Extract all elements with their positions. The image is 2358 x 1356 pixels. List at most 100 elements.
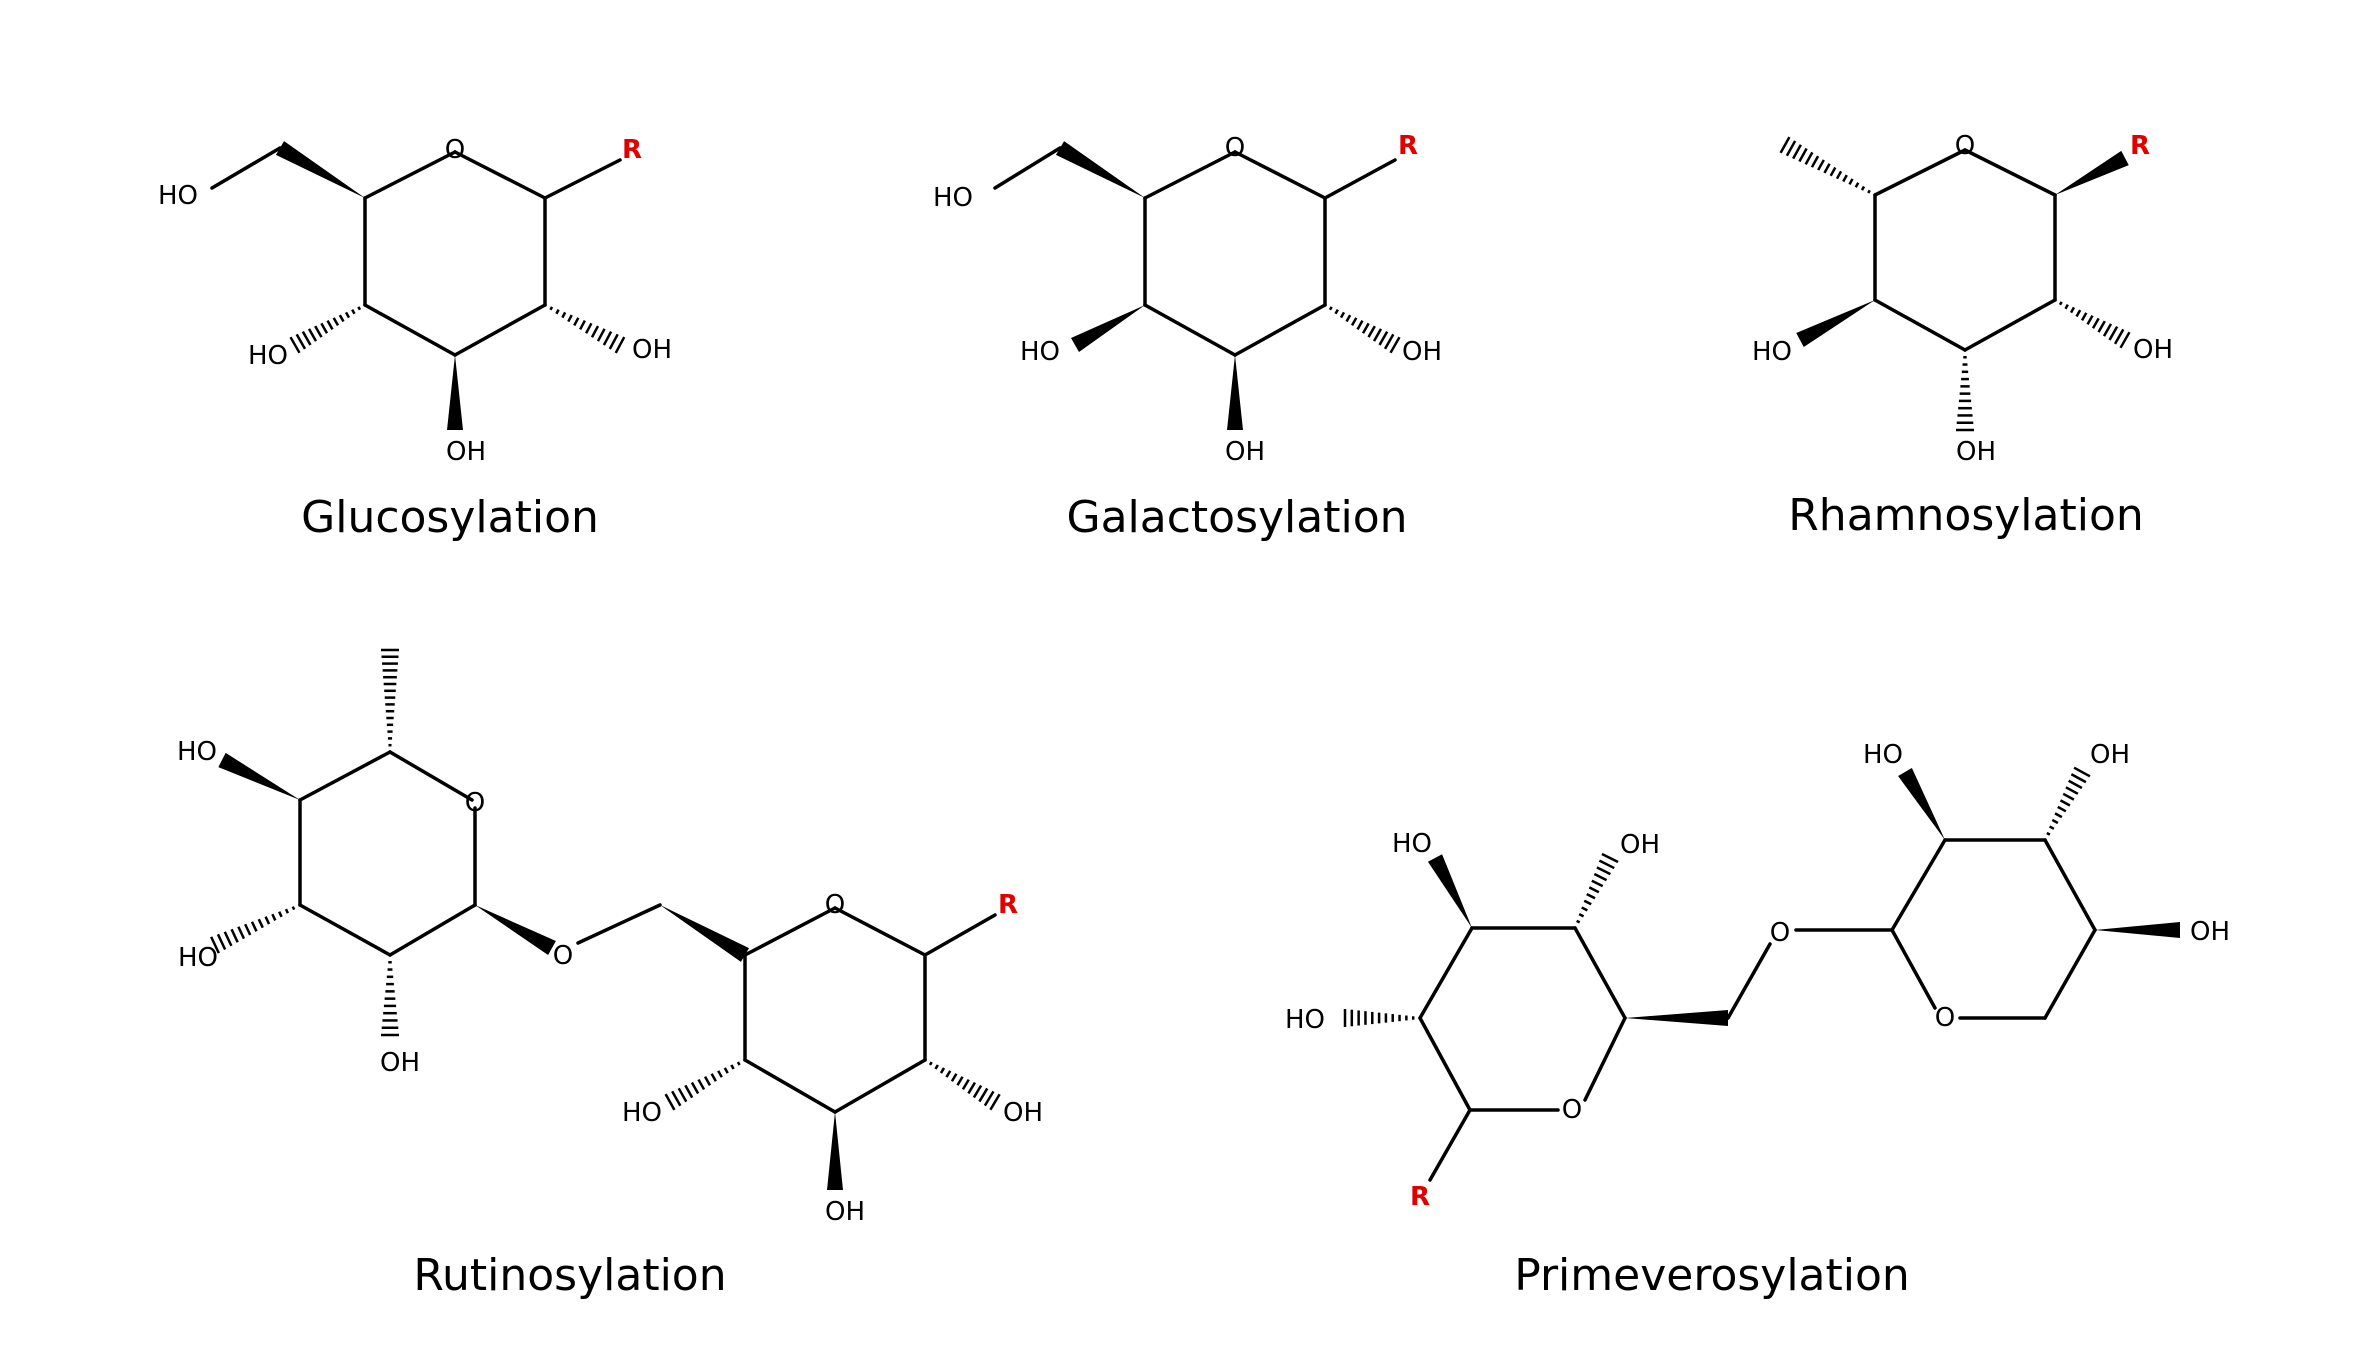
hash-bond-stroke	[2058, 301, 2063, 306]
ring-oxygen: O	[445, 135, 465, 165]
single-bond	[1890, 928, 1937, 1010]
hash-bond-stroke	[950, 1073, 958, 1082]
hash-bond-stroke	[671, 1090, 682, 1107]
single-bond	[298, 750, 392, 802]
r-group: R	[1398, 131, 1418, 161]
hash-bond-stroke	[602, 330, 613, 346]
r-group: R	[998, 890, 1018, 920]
single-bond	[210, 146, 282, 190]
hash-bond-stroke	[223, 931, 233, 947]
hash-bond-stroke	[923, 1058, 927, 1062]
hash-bond-stroke	[284, 908, 290, 914]
ring-oxygen: O	[1562, 1095, 1582, 1125]
hash-bond-stroke	[1361, 322, 1370, 334]
hydroxyl-ho: HO	[622, 1098, 662, 1128]
hash-bond-stroke	[934, 1064, 939, 1070]
glycosidic-oxygen: O	[1770, 918, 1790, 948]
single-bond	[2043, 838, 2097, 932]
hash-bond-stroke	[584, 322, 593, 334]
hash-bond-stroke	[608, 333, 619, 350]
caption-galactosylation: Galactosylation	[1066, 492, 1408, 543]
caption-glucosylation: Glucosylation	[301, 492, 599, 543]
single-bond	[1418, 1016, 1472, 1112]
bond-layer	[210, 136, 2180, 1190]
hash-bond-stroke	[2062, 792, 2075, 801]
wedge-bond	[660, 905, 750, 962]
hydroxyl-oh: OH	[825, 1197, 865, 1227]
hash-bond-stroke	[1323, 303, 1327, 307]
single-bond	[1323, 158, 1397, 200]
wedge-bond	[1055, 141, 1145, 198]
hash-bond-stroke	[614, 336, 626, 354]
hash-bond-stroke	[1591, 879, 1604, 888]
hash-bond-stroke	[2059, 799, 2071, 807]
hash-bond-stroke	[1389, 336, 1401, 354]
wedge-bond	[1796, 300, 1875, 348]
single-bond	[743, 1058, 837, 1114]
hash-bond-stroke	[271, 913, 277, 921]
single-bond	[453, 150, 547, 200]
hash-bond-stroke	[278, 911, 283, 918]
hash-bond-stroke	[332, 317, 340, 327]
ring-oxygen: O	[1935, 1003, 1955, 1033]
hash-bond-stroke	[1350, 317, 1358, 327]
single-bond	[1428, 1108, 1472, 1182]
single-bond	[543, 158, 622, 200]
single-bond	[1726, 942, 1772, 1020]
hydroxyl-ho: HO	[248, 341, 288, 371]
hash-bond-stroke	[1779, 136, 1791, 154]
hash-bond-stroke	[2057, 805, 2067, 813]
hydroxyl-oh: OH	[1003, 1098, 1043, 1128]
hash-bond-stroke	[2069, 306, 2076, 314]
hash-bond-stroke	[961, 1078, 970, 1091]
hash-bond-stroke	[567, 314, 573, 323]
wedge-bond	[1625, 1010, 1728, 1026]
hash-bond-stroke	[298, 903, 302, 907]
hash-bond-stroke	[1842, 174, 1848, 183]
hydroxyl-oh: OH	[2133, 335, 2173, 365]
hydroxyl-ho: HO	[1863, 740, 1903, 770]
r-group: R	[1410, 1182, 1430, 1212]
wedge-bond	[1427, 854, 1472, 928]
hash-bond-stroke	[543, 303, 547, 307]
hash-bond-stroke	[257, 918, 264, 929]
hash-bond-stroke	[357, 306, 362, 311]
hash-bond-stroke	[1586, 892, 1596, 900]
hash-bond-stroke	[697, 1078, 706, 1091]
hash-bond-stroke	[230, 928, 239, 943]
single-bond	[298, 903, 392, 957]
hash-bond-stroke	[301, 331, 312, 346]
hash-bond-stroke	[1328, 306, 1333, 311]
hash-bond-stroke	[2068, 779, 2083, 790]
single-bond	[2043, 928, 2097, 1020]
hash-bond-stroke	[1345, 314, 1352, 323]
hash-bond-stroke	[677, 1087, 688, 1103]
hydroxyl-ho: HO	[1285, 1005, 1325, 1035]
hash-bond-stroke	[989, 1093, 1001, 1111]
hydroxyl-ho: HO	[1752, 337, 1792, 367]
hash-bond-stroke	[684, 1084, 694, 1099]
hash-bond-stroke	[972, 1084, 983, 1099]
hash-bond-stroke	[1339, 311, 1346, 319]
hash-bond-stroke	[1596, 866, 1611, 876]
hash-bond-stroke	[1578, 913, 1585, 918]
hash-bond-stroke	[2108, 326, 2119, 341]
hash-bond-stroke	[1583, 899, 1592, 906]
hash-bond-stroke	[1792, 144, 1802, 160]
hash-bond-stroke	[579, 319, 586, 331]
single-bond	[1233, 150, 1327, 200]
hash-bond-stroke	[2054, 812, 2063, 819]
hash-bond-stroke	[2046, 831, 2051, 836]
hydroxyl-ho: HO	[1392, 829, 1432, 859]
wedge-bond	[218, 752, 300, 800]
hash-bond-stroke	[596, 328, 606, 342]
single-bond	[388, 750, 474, 802]
hash-bond-stroke	[295, 333, 307, 350]
hash-bond-stroke	[590, 325, 600, 338]
hash-bond-stroke	[2113, 328, 2125, 345]
caption-rutinosylation: Rutinosylation	[413, 1250, 727, 1301]
hydroxyl-ho: HO	[933, 183, 973, 213]
hash-bond-stroke	[1804, 151, 1814, 165]
hash-bond-stroke	[289, 336, 301, 354]
